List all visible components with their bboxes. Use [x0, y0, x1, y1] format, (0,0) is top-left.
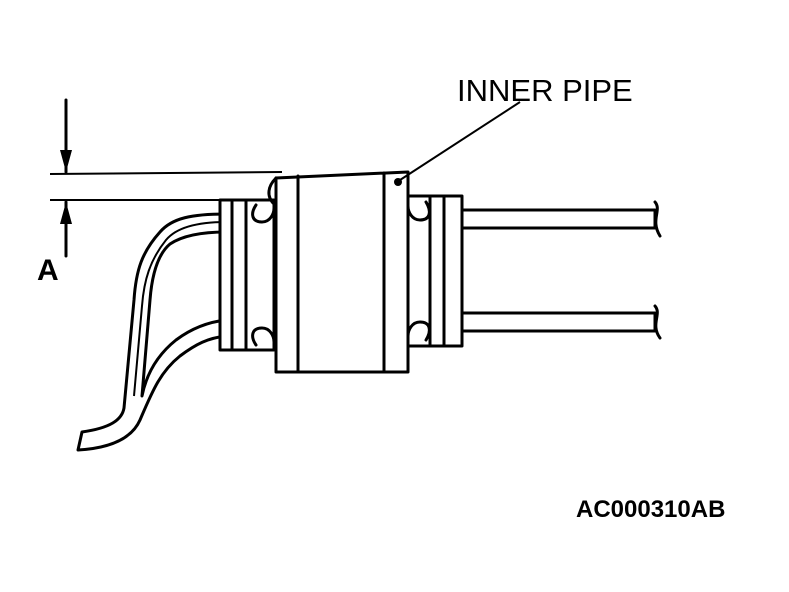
inner-pipe: [267, 170, 410, 374]
inner-pipe-leader: [394, 101, 521, 186]
straight-pipe-lower: [453, 304, 662, 340]
inner-pipe-label: INNER PIPE: [457, 73, 633, 108]
dimension-a-label: A: [37, 254, 59, 287]
left-collar: [218, 198, 276, 352]
bent-pipe: [76, 212, 228, 452]
dimension-a-marker: [49, 98, 283, 258]
right-collar: [406, 194, 464, 348]
figure-code: AC000310AB: [576, 496, 725, 523]
straight-pipe-upper: [453, 200, 662, 238]
